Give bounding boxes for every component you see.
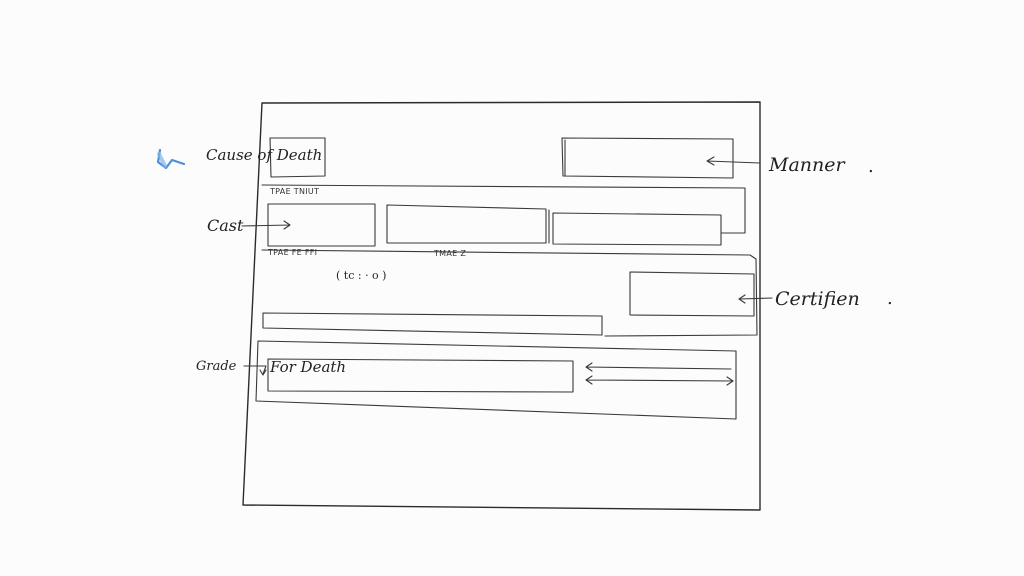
manner-dot: . [868,156,874,177]
cast-field-1 [267,203,376,247]
manner-box [561,137,734,179]
grade-arrow [243,365,267,376]
certifier-section [261,249,758,337]
certifier-label: Certifien [775,288,860,310]
cast-field-2 [386,204,547,244]
grade-section [255,340,737,420]
long-bar-field [262,312,603,336]
double-arrow-bottom [585,375,734,386]
cast-row-container [261,184,746,234]
outer-form-frame [242,101,761,511]
small-caption-3: TMAE Z [433,249,466,258]
for-death-label: For Death [269,358,346,376]
for-death-field [267,358,574,393]
small-caption-2: TPAE FE FFI [267,248,317,257]
cast-label: Cast [207,216,244,235]
small-caption-1: TPAE TNIUT [269,187,319,196]
cast-arrow [241,220,291,230]
time-hint: ( tc : · o ) [336,269,386,282]
certifier-box [629,271,755,317]
manner-label: Manner [768,154,847,176]
cause-of-death-label: Cause of Death [206,146,322,164]
cause-of-death-box [269,137,326,178]
double-arrow-top [585,362,732,372]
certifier-arrow [738,294,773,304]
manner-arrow [706,156,761,166]
certifier-dot: . [887,288,893,309]
cast-field-3 [548,209,722,246]
blue-pen-mark-icon [156,148,186,170]
grade-label: Grade [196,359,237,374]
